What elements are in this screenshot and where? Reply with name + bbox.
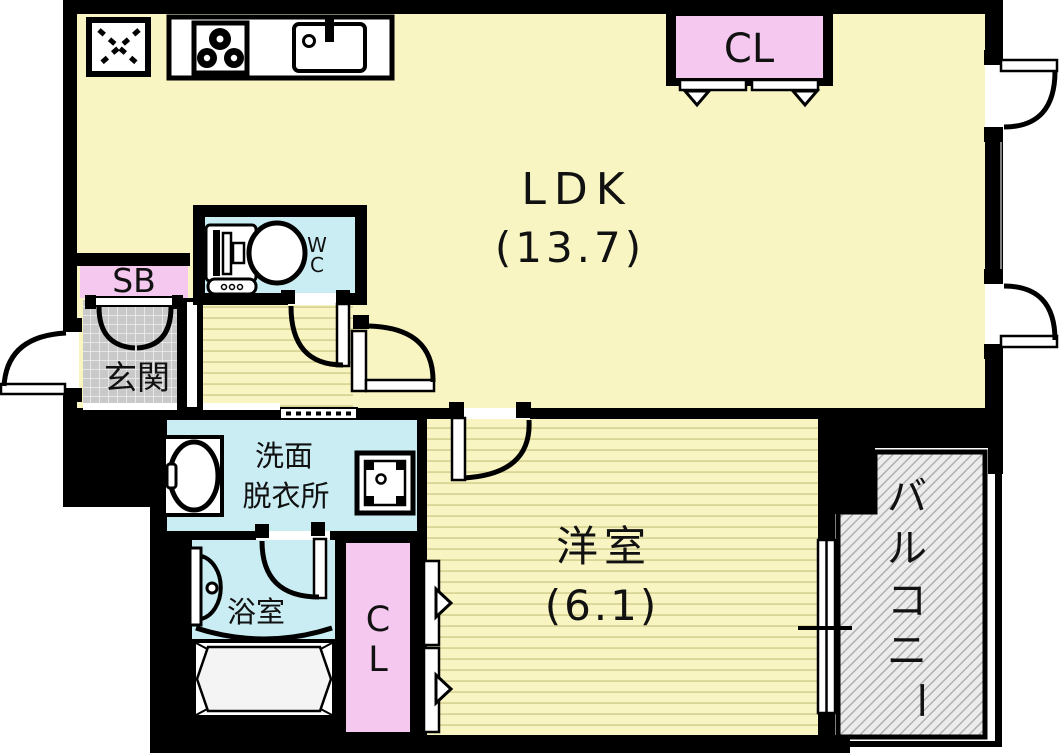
room-bathroom: 浴室 [188, 522, 336, 719]
kitchen-sink-icon [292, 15, 367, 73]
washroom-label-line1: 洗面 [255, 439, 313, 473]
right-door1-jamb [984, 50, 1003, 65]
shoebox-door-arc-icon [96, 306, 136, 351]
closet-top-door-right [750, 78, 820, 92]
western-door-opening [452, 408, 530, 419]
hall-door-leaf [364, 378, 436, 393]
hall-door-panel [350, 329, 368, 393]
room-western: 洋室 (6.1) [449, 402, 660, 630]
wall-balcony-top [835, 408, 1003, 448]
right-door1-arc-icon [1003, 70, 1058, 130]
balcony-label-char2: ル [887, 526, 927, 572]
right-door2-jamb [984, 269, 1003, 284]
stove-icon [191, 20, 250, 76]
balcony-floor [835, 449, 988, 740]
front-door-jamb [64, 388, 82, 402]
closet-top-box [676, 16, 823, 78]
hallway-floor [203, 305, 353, 408]
balcony-railing-right [995, 470, 1002, 747]
right-wall-doors [984, 50, 1059, 359]
bathroom-door-jamb [255, 524, 269, 538]
hallway-step-strip [203, 403, 280, 410]
washing-machine-icon [354, 450, 416, 516]
wc-label-line1: W [307, 233, 327, 257]
balcony-label-char4: ニ [887, 628, 927, 674]
right-door1-opening [985, 64, 1003, 128]
wc-door-jamb [281, 290, 295, 304]
closet-top: CL [666, 10, 833, 108]
western-door-jamb [449, 402, 464, 418]
closet-bottom-box [346, 543, 410, 732]
balcony-window-icon [798, 538, 852, 715]
ldk-label: LDK [521, 164, 632, 215]
western-room-label: 洋室 [556, 522, 652, 571]
balcony: バ ル コ ニ ー [798, 449, 1002, 747]
toilet-icon [204, 220, 308, 296]
western-door-leaf [450, 416, 467, 482]
bathroom-door-leaf [312, 537, 328, 600]
right-door1-leaf [999, 58, 1059, 73]
washroom-label-line2: 脱衣所 [242, 479, 329, 513]
shoebox-top-wall [63, 253, 190, 266]
room-wc: W C [193, 205, 367, 368]
wc-door-jamb [336, 290, 350, 304]
door-swing-triangle-icon [434, 585, 454, 621]
bathroom-door-arc-icon [259, 540, 320, 600]
closet-bottom-label-line1: C [366, 600, 390, 640]
ldk-area-label: (13.7) [495, 223, 645, 272]
bathtub-icon [192, 625, 336, 719]
closet-top-label: CL [724, 26, 775, 72]
hallway-ldk-door [350, 315, 436, 393]
right-door2-arc-icon [1003, 283, 1058, 341]
bathroom-label: 浴室 [227, 595, 285, 629]
western-door-jamb [516, 402, 531, 418]
closet-bottom-label-line2: L [368, 640, 388, 680]
hall-door-arc-icon [368, 323, 436, 383]
shoebox-box [80, 266, 188, 298]
entrance-step-strip [83, 403, 180, 410]
shoebox-door-arc-icon [136, 306, 174, 351]
bathroom-door-opening [256, 531, 330, 540]
front-door-arc-icon [1, 330, 67, 387]
wall-right-stub [988, 408, 1003, 474]
wc-door-leaf [335, 302, 351, 368]
door-swing-triangle-icon [789, 89, 821, 108]
shoebox-door-post [85, 295, 96, 309]
closet-bottom: C L [346, 543, 454, 734]
door-swing-triangle-icon [434, 671, 454, 707]
door-swing-triangle-icon [681, 89, 713, 108]
entrance-label: 玄関 [104, 358, 170, 397]
right-door2-opening [985, 284, 1003, 344]
right-door2-jamb [984, 344, 1003, 359]
washbasin-icon [162, 435, 224, 517]
front-door-leaf [0, 382, 67, 396]
front-door-jamb [64, 318, 82, 332]
shower-icon [188, 546, 223, 627]
wall-bottom [150, 735, 850, 753]
room-washroom: 洗面 脱衣所 [162, 407, 417, 531]
right-door1-jamb [984, 127, 1003, 142]
kitchen [86, 14, 395, 81]
hall-door-jamb [353, 315, 369, 329]
balcony-label-char3: コ [887, 578, 927, 624]
front-door-opening [63, 332, 79, 388]
wc-door-arc-icon [288, 305, 344, 368]
balcony-railing-bottom [848, 741, 1002, 747]
western-room-floor [427, 419, 818, 735]
western-room-area-label: (6.1) [545, 581, 660, 630]
balcony-label-char5: ー [897, 680, 943, 720]
wall-entrance-block [63, 408, 152, 507]
western-door-arc-icon [463, 419, 532, 481]
wc-label-line2: C [310, 253, 324, 277]
wc-door-opening [288, 293, 342, 305]
closet-top-door-left [678, 78, 748, 92]
room-entrance: SB 玄関 [0, 253, 280, 419]
entrance-partition-panel [185, 300, 199, 409]
bathroom-door-jamb [311, 522, 325, 536]
range-hood-icon [86, 17, 151, 77]
balcony-label-char1: バ [887, 474, 927, 520]
shoebox-label: SB [112, 261, 156, 300]
right-door2-leaf [999, 334, 1059, 349]
